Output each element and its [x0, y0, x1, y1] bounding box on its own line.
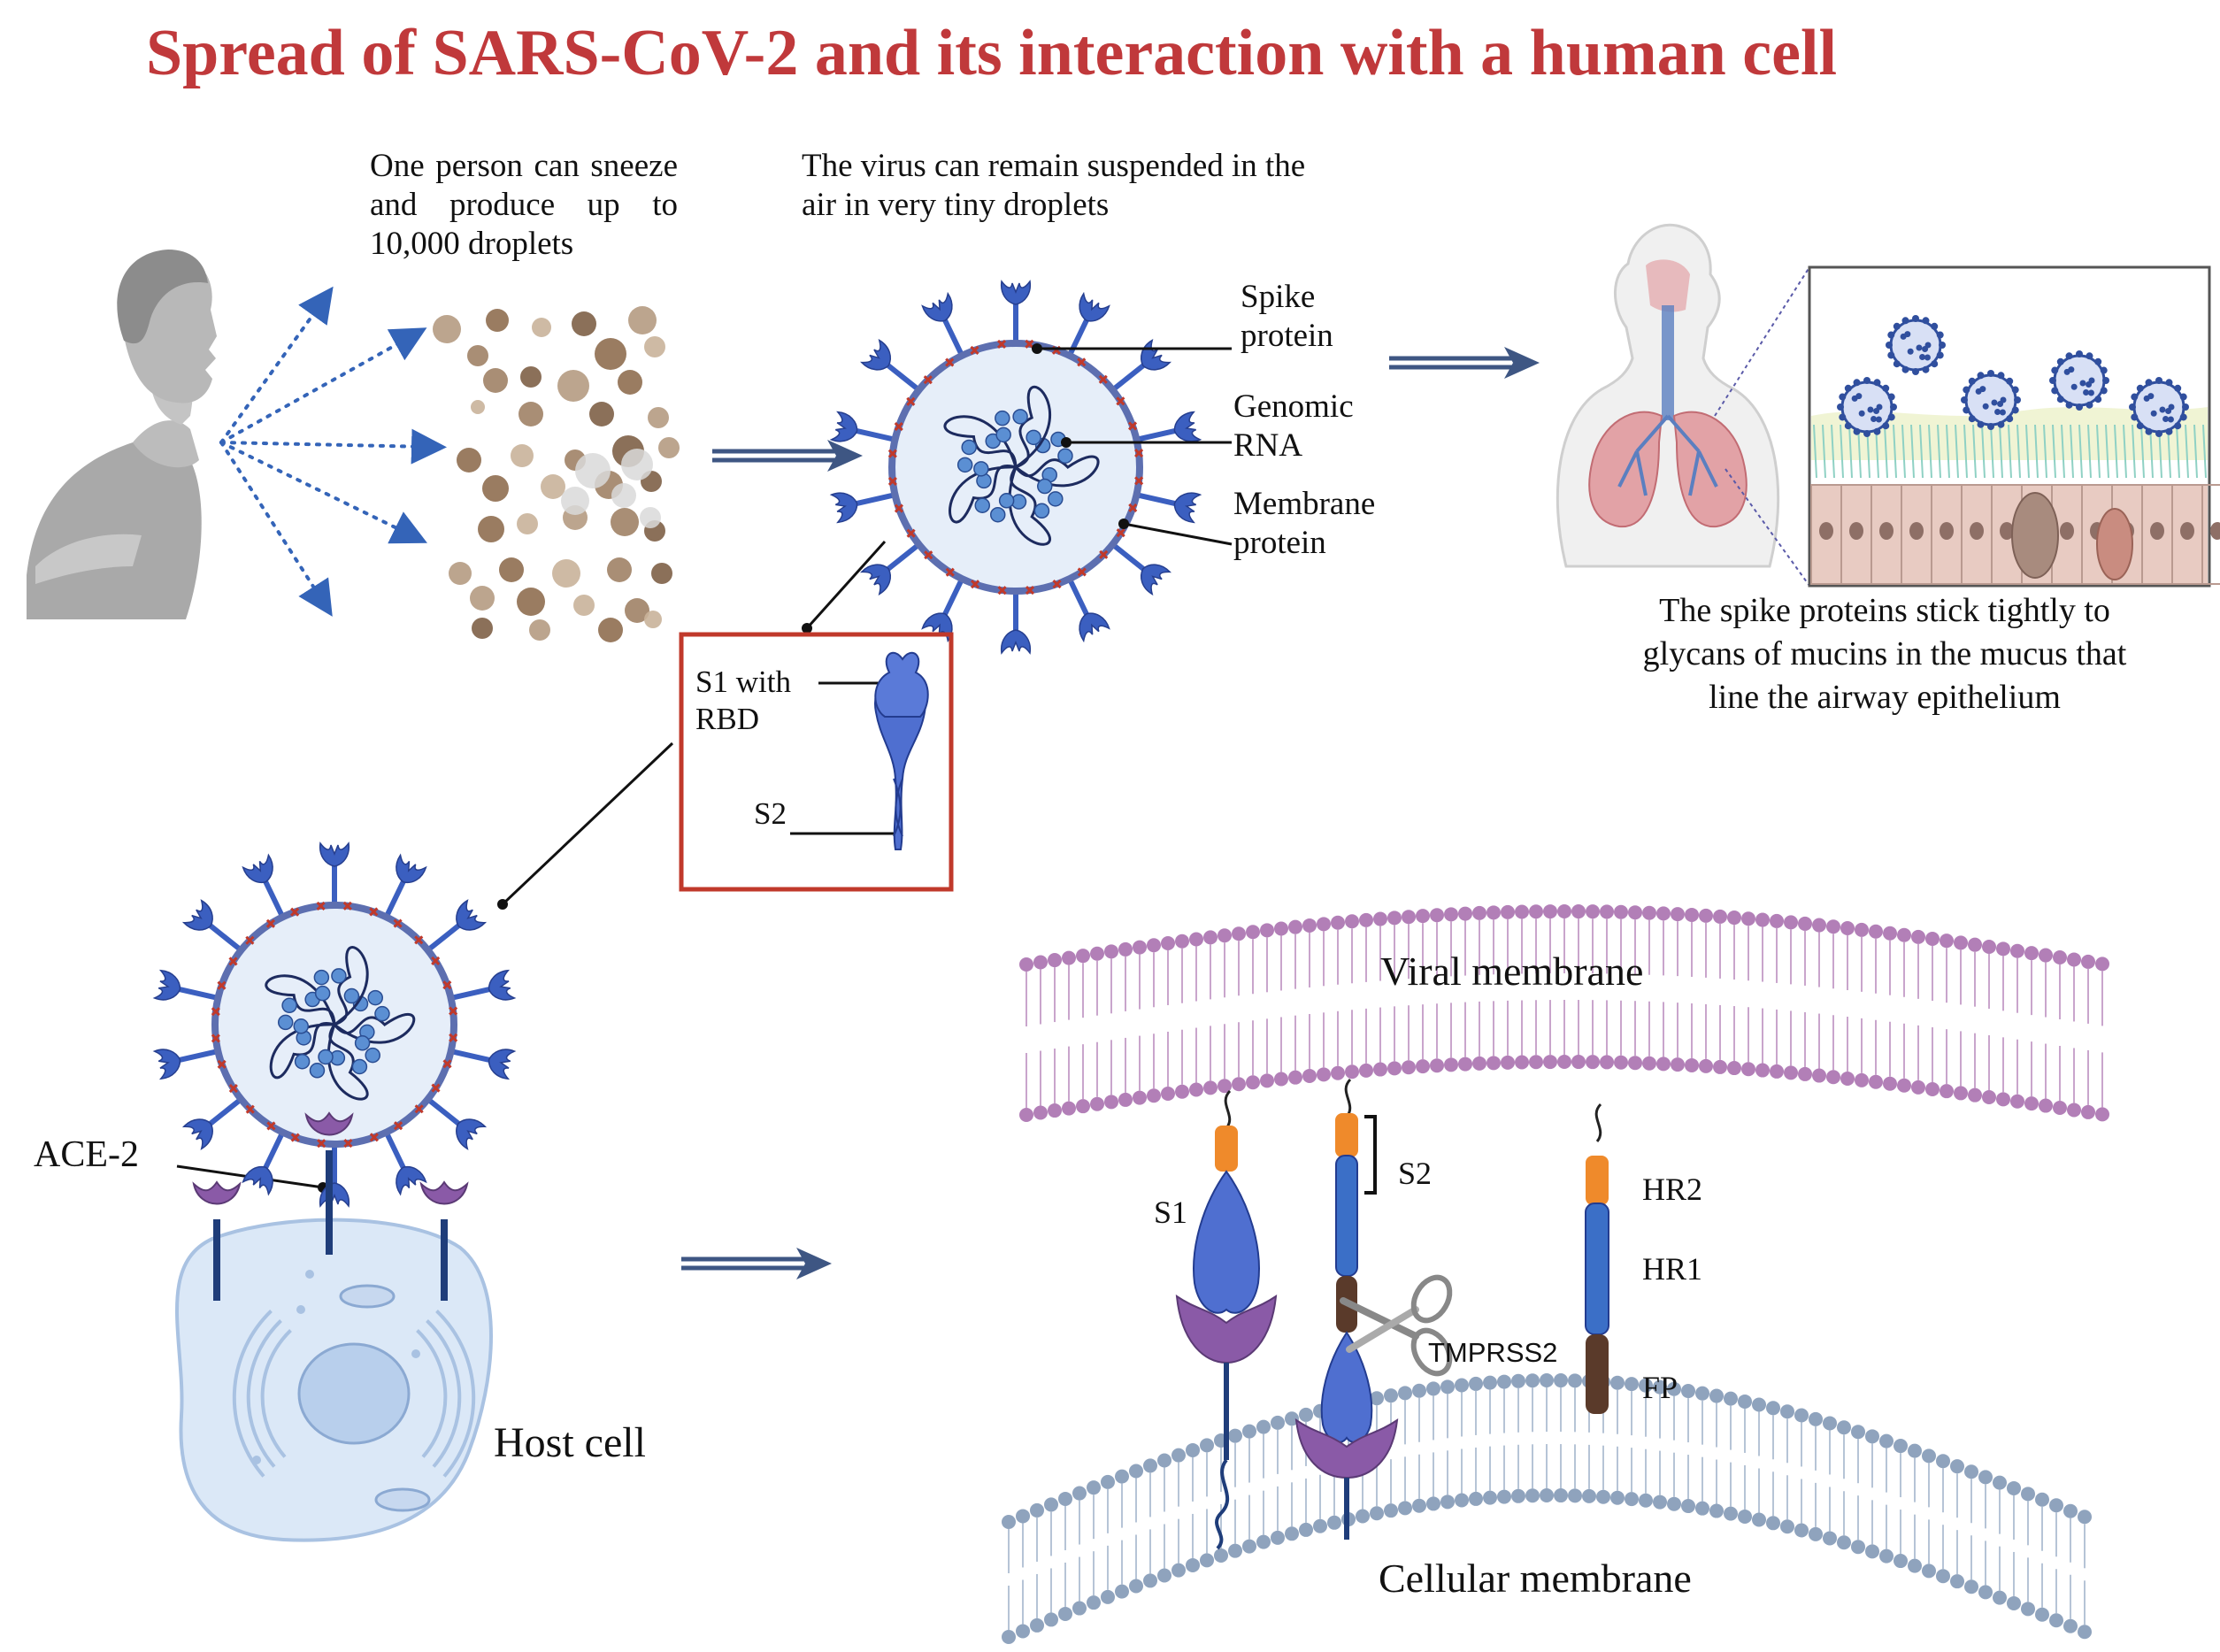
label-s2: S2 [1398, 1156, 1433, 1191]
label-fp: FP [1642, 1370, 1678, 1405]
label-tmprss2: TMPRSS2 [1428, 1337, 1558, 1368]
airway-epithelium-icon [1808, 265, 2220, 588]
label-s1-rbd: S1 with RBD [695, 665, 791, 736]
virus-bound-icon [152, 841, 517, 1208]
label-ace2: ACE-2 [34, 1134, 139, 1175]
membrane-bilayers [1002, 904, 2109, 1644]
virus-icon [829, 280, 1202, 655]
label-sneeze: One person can sneeze and produce up to … [370, 148, 678, 262]
flow-arrows [681, 347, 1540, 1279]
label-viral-membrane: Viral membrane [1380, 949, 1644, 994]
label-s1: S1 [1154, 1195, 1188, 1230]
diagram-title: Spread of SARS-CoV-2 and its interaction… [146, 17, 1838, 89]
label-pointer-lines [176, 343, 1233, 1193]
human-torso-icon [1556, 223, 1810, 587]
label-suspended: The virus can remain suspended in the ai… [802, 148, 1306, 223]
label-spike-protein: Spike protein [1241, 279, 1333, 354]
label-membrane-protein: Membrane protein [1233, 486, 1376, 561]
label-hr2: HR2 [1642, 1172, 1703, 1207]
person-sneezing-icon [27, 250, 217, 619]
label-s2-inset: S2 [754, 796, 787, 831]
label-cellular-membrane: Cellular membrane [1379, 1556, 1692, 1601]
label-genomic-rna: Genomic RNA [1233, 388, 1354, 464]
droplets-icon [433, 306, 680, 642]
label-host-cell: Host cell [494, 1419, 646, 1466]
label-mucins: The spike proteins stick tightly to glyc… [1642, 592, 2127, 716]
spike-protein-icon [679, 632, 954, 892]
fusion-proteins [1175, 1078, 1609, 1550]
scissors-icon [1340, 1274, 1453, 1377]
label-hr1: HR1 [1642, 1251, 1703, 1287]
sneeze-trajectory-lines [219, 286, 447, 617]
host-cell-icon [175, 1111, 493, 1542]
